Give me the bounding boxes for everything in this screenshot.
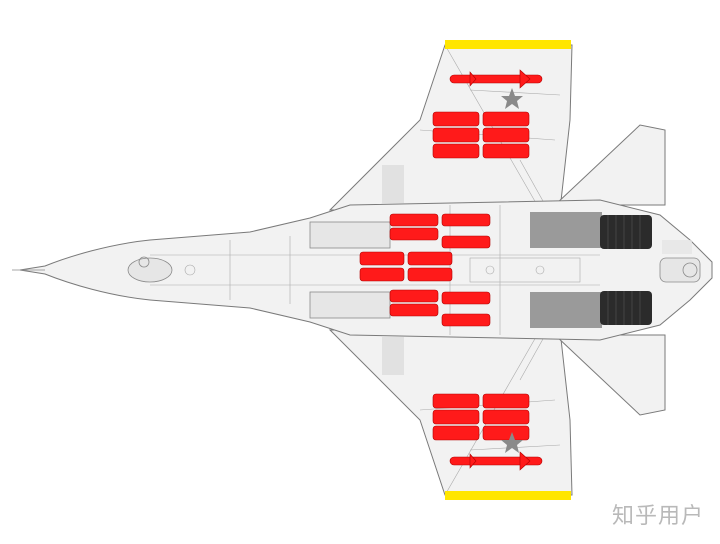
lower-wingtip-missile [449, 451, 543, 471]
fuselage-centre-bomb-cluster [359, 251, 453, 282]
fuselage-upper-bomb-cluster [389, 213, 491, 249]
star-insignia-icon [501, 88, 523, 109]
upper-engine-bay [530, 212, 602, 248]
nozzle-petals [607, 215, 641, 325]
canopy-detail [138, 256, 150, 268]
tail-cone-ring [682, 262, 698, 278]
cockpit-canopy [127, 257, 173, 283]
upper-wingtip-missile [449, 69, 543, 89]
lower-engine-nozzle [600, 291, 652, 325]
fuselage-panel-lines [150, 205, 600, 335]
fuselage-lower-bomb-cluster [389, 289, 491, 327]
tail-blur-patch [662, 240, 692, 254]
upper-blur-patch [382, 165, 404, 203]
watermark: 知乎用户 [611, 504, 704, 529]
tail-cone [659, 257, 701, 283]
lower-blur-patch [382, 337, 404, 375]
upper-wing-bomb-cluster [432, 111, 530, 159]
upper-stabilizer [553, 124, 666, 206]
lower-wingtip-marker [445, 491, 571, 500]
lower-engine-bay [530, 292, 602, 328]
lower-intake [309, 291, 391, 319]
upper-intake [309, 221, 391, 249]
upper-wingtip-marker [445, 40, 571, 49]
upper-wing [328, 44, 573, 211]
upper-engine-nozzle [600, 215, 652, 249]
lower-stabilizer [553, 334, 666, 416]
lower-wing-bomb-cluster [432, 393, 530, 441]
star-insignia-icon [501, 432, 523, 453]
